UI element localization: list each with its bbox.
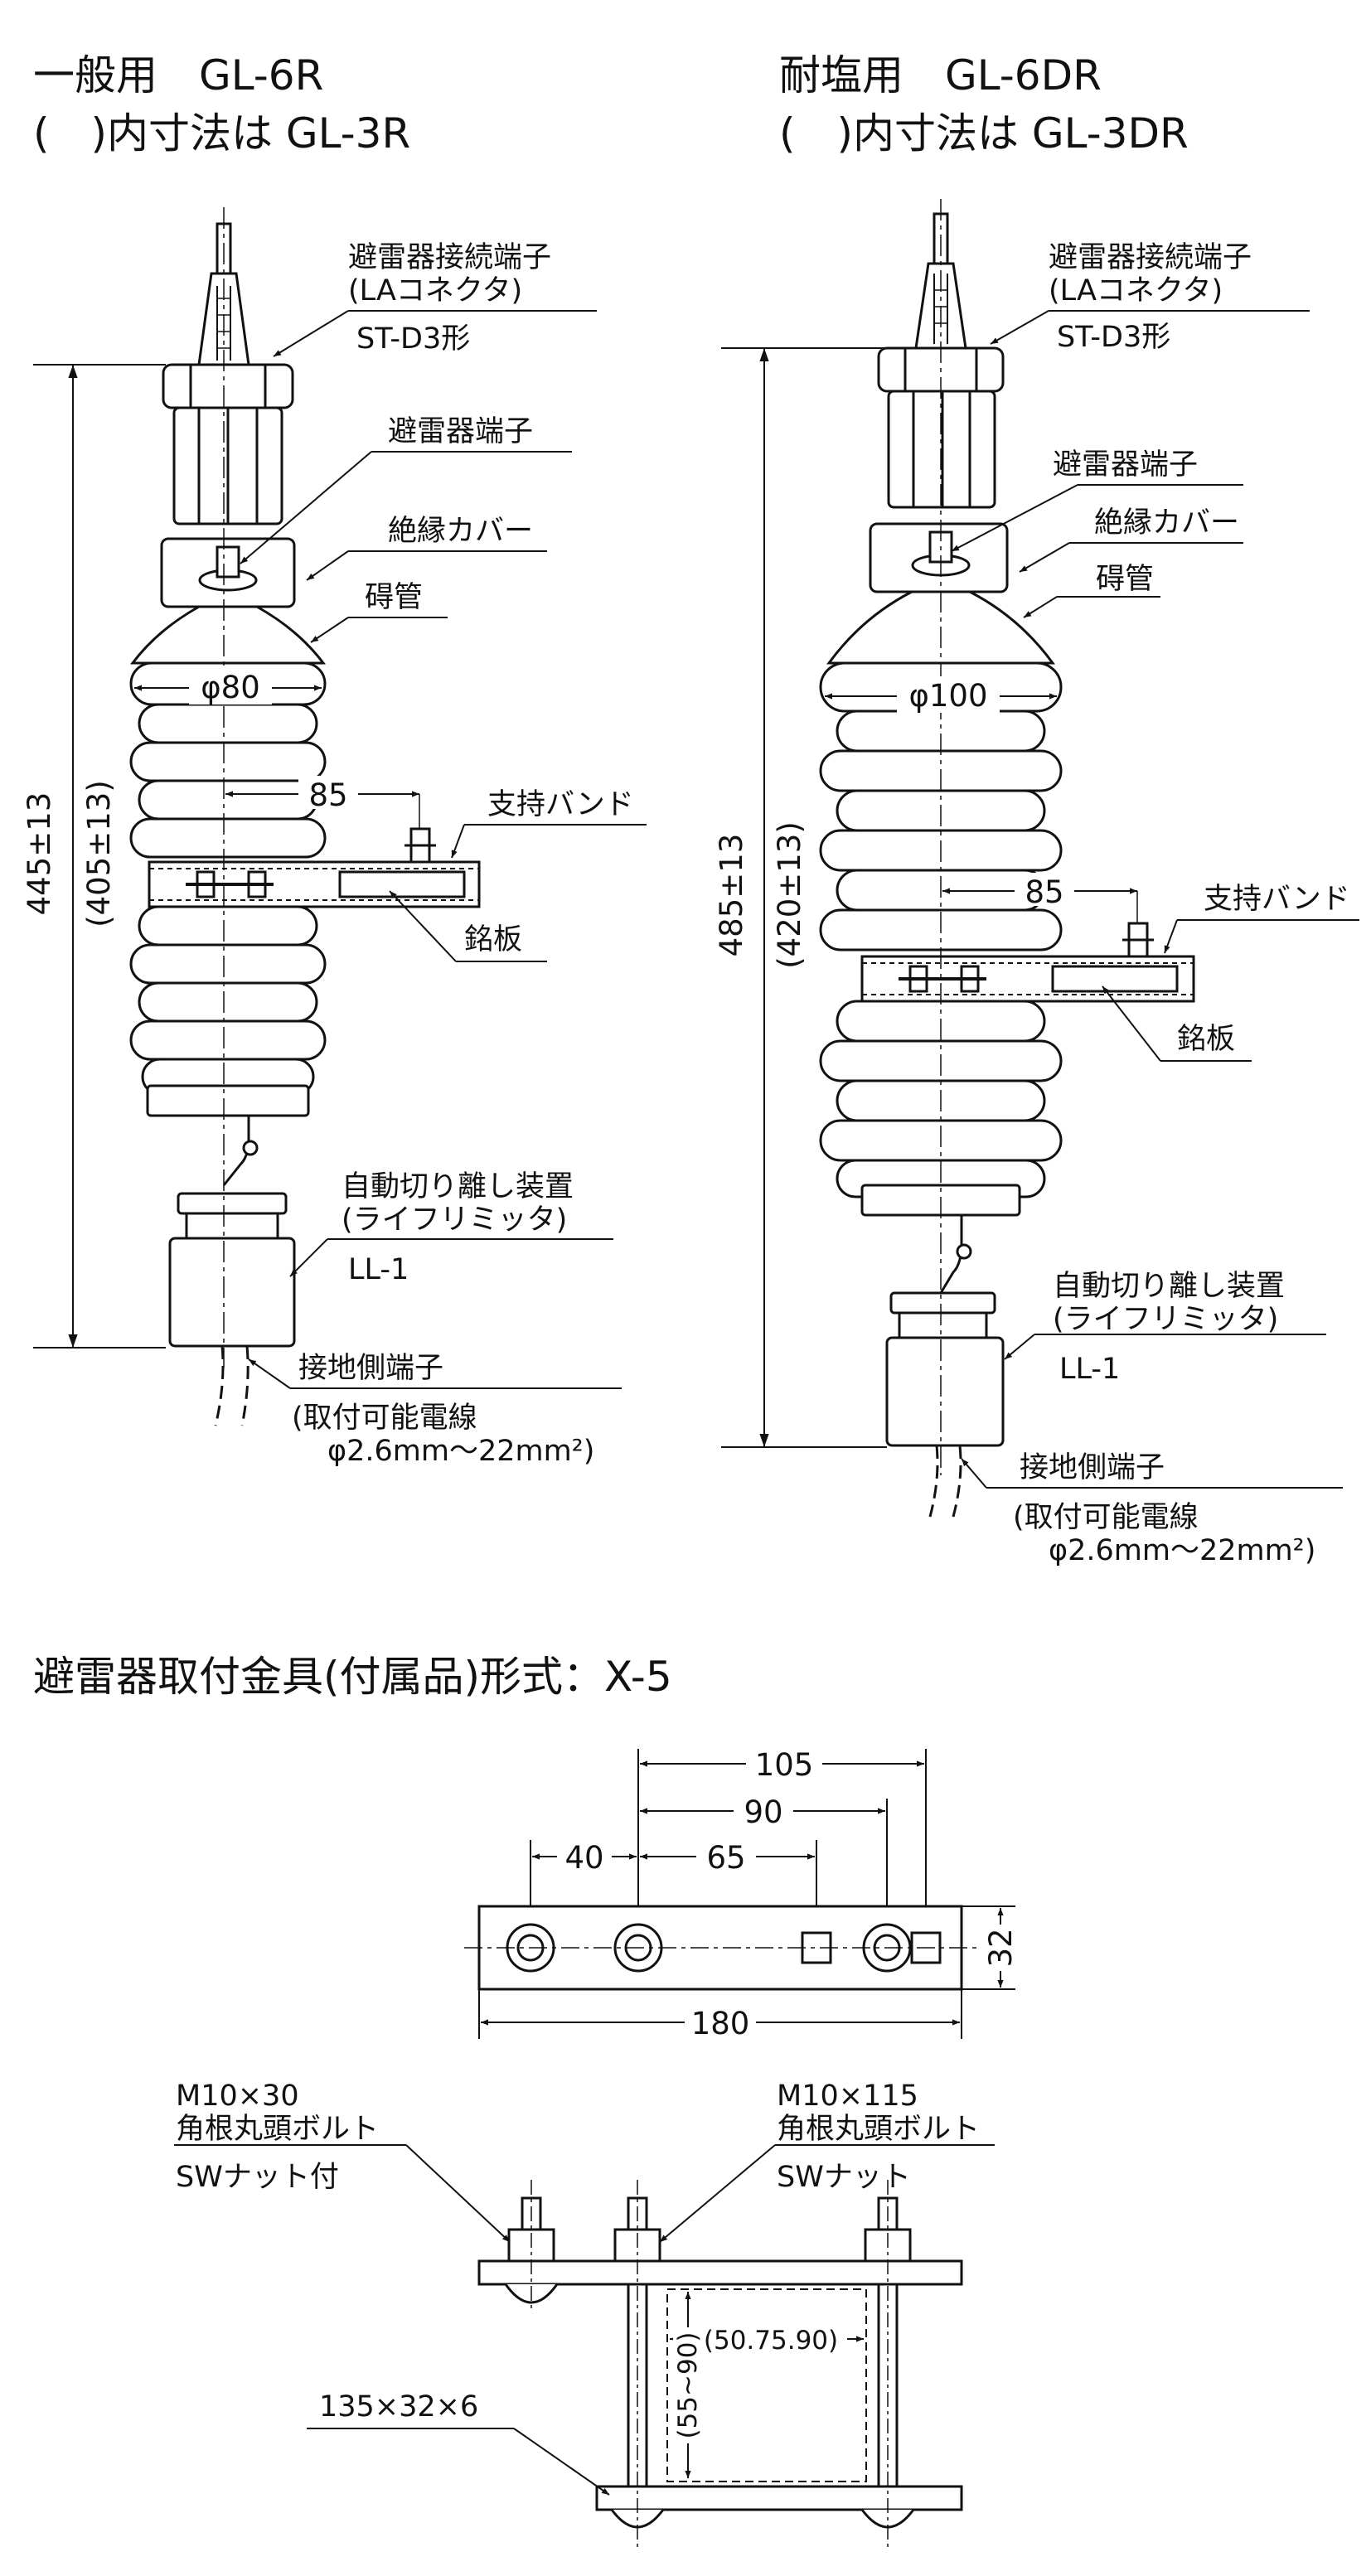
bracket-title: 避雷器取付金具(付属品)形式：X-5 (33, 1653, 672, 1701)
left-la-terminal-label2: (LAコネクタ) (348, 274, 522, 307)
dim-40-bg (557, 1840, 612, 1873)
bolt-a-label1: M10×30 (176, 2080, 299, 2113)
left-offset-bg (298, 776, 358, 809)
dim-32-label: 32 (983, 1928, 1019, 1967)
left-diameter-label: φ80 (201, 670, 260, 705)
dim-180-label: 180 (691, 2006, 750, 2041)
left-arrester-terminal-label: 避雷器端子 (388, 415, 533, 448)
right-offset-bg (1015, 873, 1074, 906)
dim-180-bg (685, 2006, 756, 2039)
right-wire-label2: φ2.6mm〜22mm²) (1049, 1534, 1315, 1567)
left-insulation-cover-label: 絶縁カバー (388, 515, 533, 548)
left-la-terminal-label1: 避雷器接続端子 (348, 241, 551, 274)
right-disconnector-label1: 自動切り離し装置 (1053, 1270, 1285, 1303)
dim-105-label: 105 (755, 1747, 814, 1783)
dim-65-bg (696, 1840, 756, 1873)
right-la-terminal-label3: ST-D3形 (1057, 321, 1170, 354)
left-disconnector-label1: 自動切り離し装置 (342, 1170, 574, 1203)
left-porcelain-label: 碍管 (365, 581, 423, 614)
bolt-a-label2: 角根丸頭ボルト (176, 2113, 379, 2146)
left-ground-terminal-label: 接地側端子 (298, 1352, 443, 1385)
right-la-terminal-label2: (LAコネクタ) (1049, 274, 1223, 307)
clamp-height-bg (673, 2327, 703, 2443)
left-height-alt-label: (405±13) (81, 780, 117, 927)
dim-40-label: 40 (564, 1840, 603, 1876)
right-la-terminal-label1: 避雷器接続端子 (1049, 241, 1252, 274)
left-arrester (129, 222, 481, 1426)
left-disconnector-label2: (ライフリミッタ) (342, 1203, 567, 1237)
left-diameter-bg (189, 668, 272, 705)
bracket-side-view (477, 2196, 963, 2529)
right-diameter-label: φ100 (908, 678, 987, 714)
left-title-line1: 一般用 GL-6R (33, 51, 324, 99)
plate-size-label: 135×32×6 (319, 2390, 478, 2423)
right-insulation-cover-label: 絶縁カバー (1094, 506, 1239, 540)
right-arrester-terminal-label: 避雷器端子 (1053, 448, 1198, 482)
right-band-label: 支持バンド (1204, 883, 1350, 916)
clamp-width-bg (695, 2322, 847, 2356)
bolt-a-label3: SWナット付 (176, 2161, 339, 2194)
dim-90-bg (734, 1794, 793, 1828)
dim-32-bg (986, 1925, 1020, 1971)
left-height-label: 445±13 (22, 792, 57, 916)
left-band-label: 支持バンド (487, 788, 634, 821)
right-disconnector-label3: LL-1 (1059, 1353, 1120, 1386)
right-leaders (951, 310, 1359, 1489)
bolt-b-label3: SWナット (777, 2161, 911, 2194)
right-height-alt-label: (420±13) (772, 821, 807, 969)
dim-90-label: 90 (744, 1794, 782, 1830)
left-title-line2: ( )内寸法は GL-3R (33, 109, 411, 157)
left-disconnector-label3: LL-1 (348, 1253, 409, 1286)
right-title-line1: 耐塩用 GL-6DR (779, 51, 1102, 99)
right-porcelain-label: 碍管 (1096, 563, 1154, 596)
right-offset-label: 85 (1025, 874, 1063, 910)
right-disconnector-label2: (ライフリミッタ) (1053, 1303, 1278, 1336)
bolt-b-label2: 角根丸頭ボルト (777, 2113, 980, 2146)
left-wire-label1: (取付可能電線 (292, 1402, 477, 1435)
right-diameter-bg (897, 676, 1000, 713)
right-height-label: 485±13 (714, 834, 749, 957)
bolt-b-label1: M10×115 (777, 2080, 918, 2113)
left-wire-label2: φ2.6mm〜22mm²) (327, 1435, 594, 1468)
right-nameplate-label: 銘板 (1177, 1023, 1235, 1056)
left-leaders (240, 310, 647, 1389)
bracket-side-centerlines (530, 2180, 889, 2549)
bracket-dimensions (478, 1749, 1015, 2039)
bracket-side-dimensions (174, 2144, 995, 2496)
clamp-width-label: (50.75.90) (704, 2326, 838, 2356)
dim-105-bg (746, 1747, 822, 1780)
right-ground-terminal-label: 接地側端子 (1020, 1451, 1165, 1484)
left-nameplate-label: 銘板 (464, 923, 522, 956)
right-title-line2: ( )内寸法は GL-3DR (779, 109, 1189, 157)
left-offset-label: 85 (308, 777, 347, 813)
clamp-height-label: (55~90) (673, 2331, 703, 2438)
left-la-terminal-label3: ST-D3形 (356, 322, 470, 356)
dim-65-label: 65 (706, 1840, 745, 1876)
right-wire-label1: (取付可能電線 (1013, 1501, 1199, 1534)
